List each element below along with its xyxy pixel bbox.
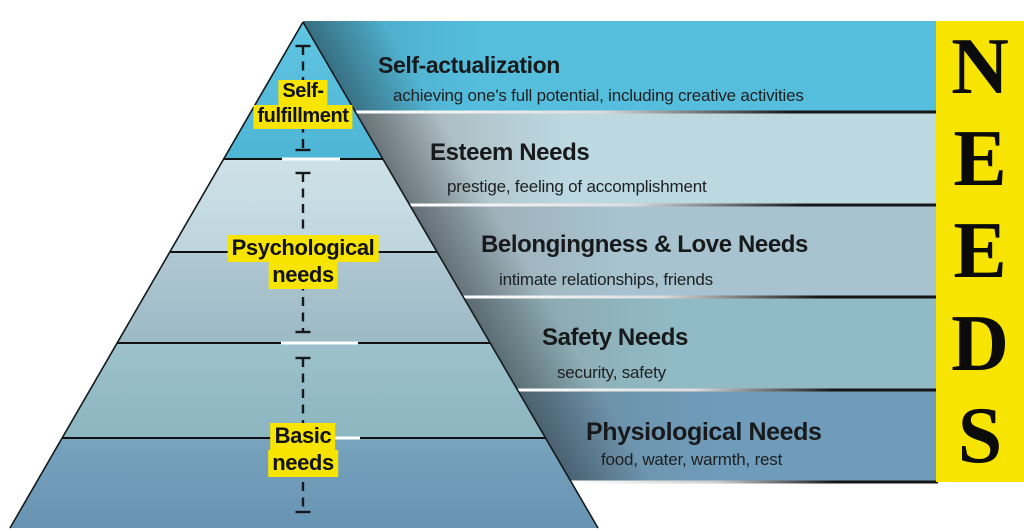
group-label-line: needs	[268, 261, 338, 289]
band-subtitle-safety: security, safety	[557, 363, 666, 382]
band-title-esteem: Esteem Needs	[430, 139, 590, 166]
band-self-actualization	[303, 21, 938, 112]
needs-banner-background	[936, 21, 1024, 482]
banner-letter-d: D	[951, 300, 1009, 388]
band-subtitle-physiological: food, water, warmth, rest	[601, 450, 783, 469]
band-title-safety: Safety Needs	[542, 324, 688, 351]
banner-letter-e2: E	[953, 207, 1007, 295]
banner-letter-n: N	[951, 23, 1009, 111]
band-title-physiological: Physiological Needs	[586, 418, 822, 446]
group-label-psychological-needs: Psychological needs	[227, 235, 379, 289]
band-belongingness	[410, 205, 938, 297]
group-label-basic-needs: Basic needs	[268, 423, 338, 477]
group-label-line: Psychological	[227, 235, 379, 262]
group-label-line: fulfillment	[253, 104, 353, 130]
banner-letter-e1: E	[953, 115, 1007, 203]
need-bands	[303, 21, 938, 484]
band-title-belongingness: Belongingness & Love Needs	[481, 231, 809, 258]
banner-letter-s: S	[957, 392, 1003, 480]
band-esteem	[356, 112, 938, 205]
group-label-line: Basic	[270, 423, 336, 450]
group-label-line: Self-	[278, 80, 328, 105]
band-subtitle-self-actualization: achieving one's full potential, includin…	[393, 86, 804, 105]
band-subtitle-belongingness: intimate relationships, friends	[499, 270, 713, 289]
group-label-line: needs	[268, 449, 338, 477]
pyramid-edge-shadow	[303, 21, 652, 482]
band-title-self-actualization: Self-actualization	[378, 52, 560, 78]
group-label-self-fulfillment: Self- fulfillment	[253, 80, 353, 130]
band-subtitle-esteem: prestige, feeling of accomplishment	[447, 177, 707, 196]
